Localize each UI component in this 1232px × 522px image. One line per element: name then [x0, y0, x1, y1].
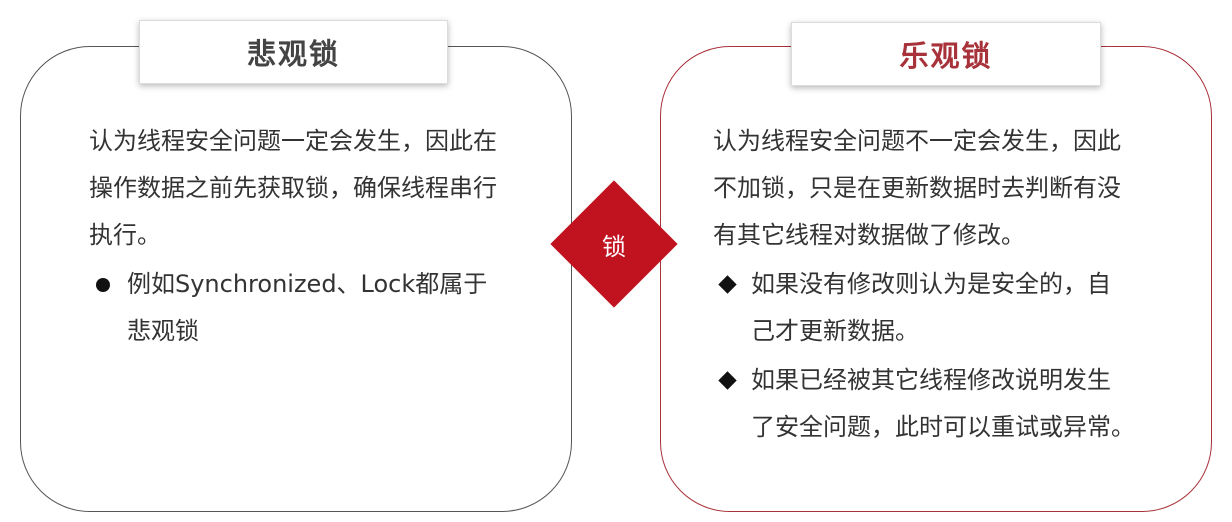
- pessimistic-lock-title: 悲观锁: [139, 20, 448, 84]
- pessimistic-description-line: 认为线程安全问题一定会发生，因此在: [89, 127, 497, 155]
- bullet-line: 了安全问题，此时可以重试或异常。: [751, 413, 1135, 441]
- optimistic-lock-description: 认为线程安全问题不一定会发生，因此 不加锁，只是在更新数据时去判断有没 有其它线…: [713, 118, 1153, 259]
- pessimistic-lock-description: 认为线程安全问题一定会发生，因此在 操作数据之前先获取锁，确保线程串行 执行。: [89, 118, 529, 259]
- optimistic-bullet-item: 如果已经被其它线程修改说明发生 了安全问题，此时可以重试或异常。: [713, 357, 1153, 451]
- pessimistic-lock-card: [20, 46, 572, 512]
- bullet-line: 己才更新数据。: [751, 317, 919, 345]
- bullet-line: 例如Synchronized、Lock都属于: [127, 270, 488, 298]
- bullet-dot-icon: [91, 261, 115, 308]
- pessimistic-bullet-item: 例如Synchronized、Lock都属于 悲观锁: [89, 261, 529, 355]
- optimistic-lock-title: 乐观锁: [791, 22, 1101, 86]
- optimistic-lock-card: [660, 46, 1212, 512]
- bullet-line: 如果已经被其它线程修改说明发生: [751, 366, 1111, 394]
- optimistic-lock-content: 认为线程安全问题不一定会发生，因此 不加锁，只是在更新数据时去判断有没 有其它线…: [713, 118, 1153, 451]
- optimistic-description-line: 有其它线程对数据做了修改。: [713, 221, 1025, 249]
- pessimistic-lock-content: 认为线程安全问题一定会发生，因此在 操作数据之前先获取锁，确保线程串行 执行。 …: [89, 118, 529, 355]
- pessimistic-description-line: 执行。: [89, 221, 161, 249]
- lock-diamond-label: 锁: [602, 232, 626, 261]
- bullet-line: 悲观锁: [127, 317, 199, 345]
- pessimistic-description-line: 操作数据之前先获取锁，确保线程串行: [89, 174, 497, 202]
- optimistic-description-line: 认为线程安全问题不一定会发生，因此: [713, 127, 1121, 155]
- optimistic-description-line: 不加锁，只是在更新数据时去判断有没: [713, 174, 1121, 202]
- optimistic-bullet-item: 如果没有修改则认为是安全的，自 己才更新数据。: [713, 261, 1153, 355]
- bullet-line: 如果没有修改则认为是安全的，自: [751, 270, 1111, 298]
- diamond-bullet-icon: [715, 357, 739, 404]
- diamond-bullet-icon: [715, 261, 739, 308]
